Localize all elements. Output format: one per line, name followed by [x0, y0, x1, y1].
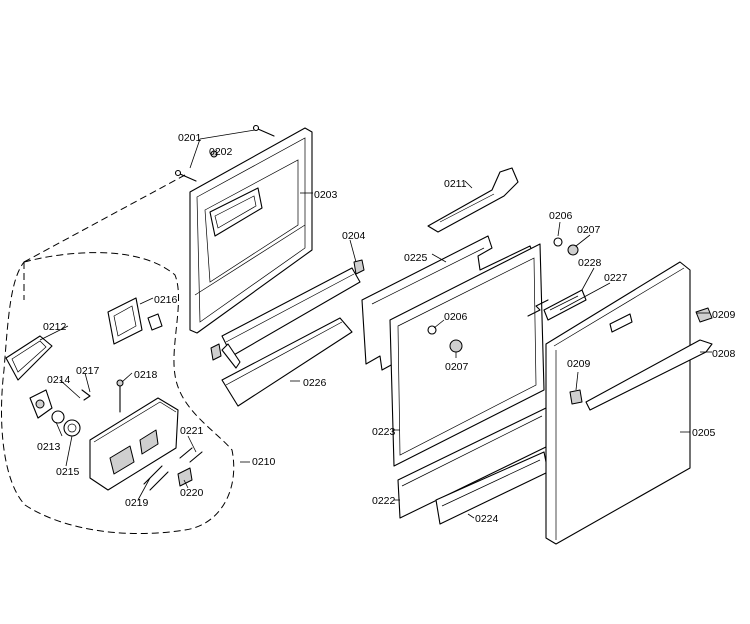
control-panel-frame: [5, 335, 53, 381]
bracket-0216-inner: [113, 305, 137, 337]
label-0217: 0217: [76, 365, 100, 377]
label-0208: 0208: [712, 348, 736, 360]
label-0207-top: 0207: [577, 224, 601, 236]
label-0228: 0228: [578, 257, 602, 269]
spring-0227: [527, 299, 549, 317]
end-cap-0209-b: [569, 389, 583, 405]
latch-0228-inner: [549, 295, 579, 311]
label-0225: 0225: [404, 252, 428, 264]
label-0226: 0226: [303, 377, 327, 389]
end-cap-0209-a: [695, 307, 713, 323]
label-0203: 0203: [314, 189, 338, 201]
small-bracket-left: [210, 343, 222, 361]
label-0201: 0201: [178, 132, 202, 144]
outer-door-panel: [545, 261, 691, 545]
label-0218: 0218: [134, 369, 158, 381]
leader-lines: [39, 129, 712, 519]
label-0219: 0219: [125, 497, 149, 509]
label-0207-mid: 0207: [445, 361, 469, 373]
connector-pins: [143, 447, 203, 491]
subassembly-outline: [1, 252, 235, 535]
plug: [177, 467, 193, 487]
cap-0207-b: [449, 339, 463, 353]
label-0202: 0202: [209, 146, 233, 158]
label-0206-top: 0206: [549, 210, 573, 222]
label-0221: 0221: [180, 425, 204, 437]
label-pad: [147, 313, 163, 331]
inner-door-panel: [189, 127, 313, 334]
washer: [51, 410, 65, 424]
label-0222: 0222: [372, 495, 396, 507]
label-0220: 0220: [180, 487, 204, 499]
pin-head: [116, 379, 124, 387]
label-0227: 0227: [604, 272, 628, 284]
hinge-bracket: [353, 259, 365, 275]
label-0209-right: 0209: [712, 309, 736, 321]
spring-clip: [81, 389, 91, 401]
small-clip: [210, 150, 218, 158]
label-0205: 0205: [692, 427, 716, 439]
door-shield-0223: [389, 243, 545, 467]
label-0224: 0224: [475, 513, 499, 525]
label-0209-left: 0209: [567, 358, 591, 370]
door-screws: [174, 124, 275, 182]
bracket-0216: [107, 297, 143, 345]
knob-ring-inner: [67, 423, 77, 433]
label-0204: 0204: [342, 230, 366, 242]
subassembly-link-line: [23, 174, 186, 300]
control-module-body: [89, 397, 179, 491]
label-0211: 0211: [444, 178, 467, 190]
label-0210: 0210: [252, 456, 276, 468]
door-handle: [585, 339, 713, 411]
label-0214: 0214: [47, 374, 71, 386]
label-0215: 0215: [56, 466, 80, 478]
hinge-lever: [427, 167, 519, 233]
cap-0207-a: [567, 244, 579, 256]
label-0213: 0213: [37, 441, 61, 453]
lower-trim-strip: [221, 267, 361, 369]
latch-0228: [543, 289, 587, 321]
label-0223: 0223: [372, 426, 396, 438]
knob-ring: [63, 419, 81, 437]
label-0206-mid: 0206: [444, 311, 468, 323]
label-0216: 0216: [154, 294, 178, 306]
kick-plate-0226: [221, 317, 353, 407]
label-0212: 0212: [43, 321, 67, 333]
switch-housing: [29, 389, 53, 419]
washer-0206-a: [553, 237, 563, 247]
